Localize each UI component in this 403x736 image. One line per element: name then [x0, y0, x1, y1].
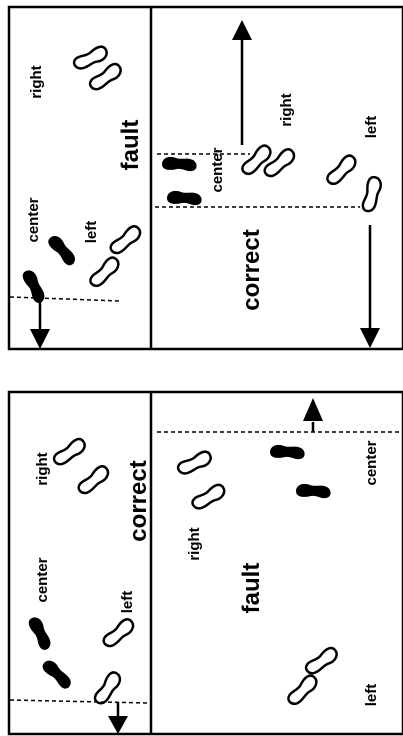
top-right-label-right: right [278, 93, 295, 126]
top-left-label-center: center [25, 197, 42, 242]
arrow-down-icon [360, 328, 380, 348]
footprint-outline-icon [100, 614, 138, 652]
footprint-filled-icon [44, 232, 80, 268]
top-panel: right fault center left right left cente… [7, 5, 403, 351]
arrow-down-icon [30, 329, 50, 349]
bottom-left-label-center: center [34, 557, 51, 602]
footprint-outline-icon [302, 643, 341, 680]
top-right-outcome-label: correct [238, 229, 265, 310]
footprint-outline-icon [86, 253, 123, 292]
top-left-label-right: right [28, 65, 45, 98]
footprint-outline-icon [86, 59, 125, 96]
bottom-right-label-right: right [186, 527, 203, 560]
bottom-left-dashed-line [9, 699, 149, 704]
bottom-right-label-left: left [363, 684, 380, 707]
footprint-outline-icon [189, 480, 229, 515]
footprint-outline-icon [323, 151, 360, 190]
top-left-label-left: left [83, 221, 100, 244]
footprint-filled-icon [39, 657, 76, 691]
footprint-outline-icon [284, 671, 321, 710]
footprint-filled-icon [270, 444, 305, 460]
footprint-outline-icon [360, 174, 384, 214]
top-left-outcome-label: fault [117, 120, 144, 171]
bottom-panel: right correct center left right center f… [7, 390, 403, 736]
footprint-filled-icon [162, 156, 197, 172]
arrow-down-icon [108, 716, 128, 734]
bottom-left-label-left: left [119, 591, 136, 614]
bottom-panel-frame [7, 390, 403, 736]
top-right-label-center: center [209, 147, 226, 192]
top-right-label-left: left [363, 116, 380, 139]
footprint-filled-icon [296, 483, 331, 499]
top-panel-frame [7, 5, 403, 351]
footprint-filled-icon [19, 267, 50, 305]
footprint-outline-icon [174, 447, 215, 480]
bottom-left-outcome-label: correct [125, 460, 152, 541]
bottom-right-label-center: center [363, 440, 380, 485]
bottom-right-outcome-label: fault [238, 563, 265, 614]
arrow-up-icon [232, 20, 252, 40]
footprint-filled-icon [167, 190, 202, 206]
top-left-dashed-line [9, 296, 121, 302]
footprint-filled-icon [25, 614, 56, 652]
footprint-outline-icon [75, 461, 113, 499]
footprint-outline-icon [70, 42, 111, 75]
arrow-up-icon [303, 398, 323, 421]
footprint-outline-icon [50, 434, 89, 471]
footprint-outline-icon [107, 221, 145, 259]
bottom-left-label-right: right [34, 452, 51, 485]
